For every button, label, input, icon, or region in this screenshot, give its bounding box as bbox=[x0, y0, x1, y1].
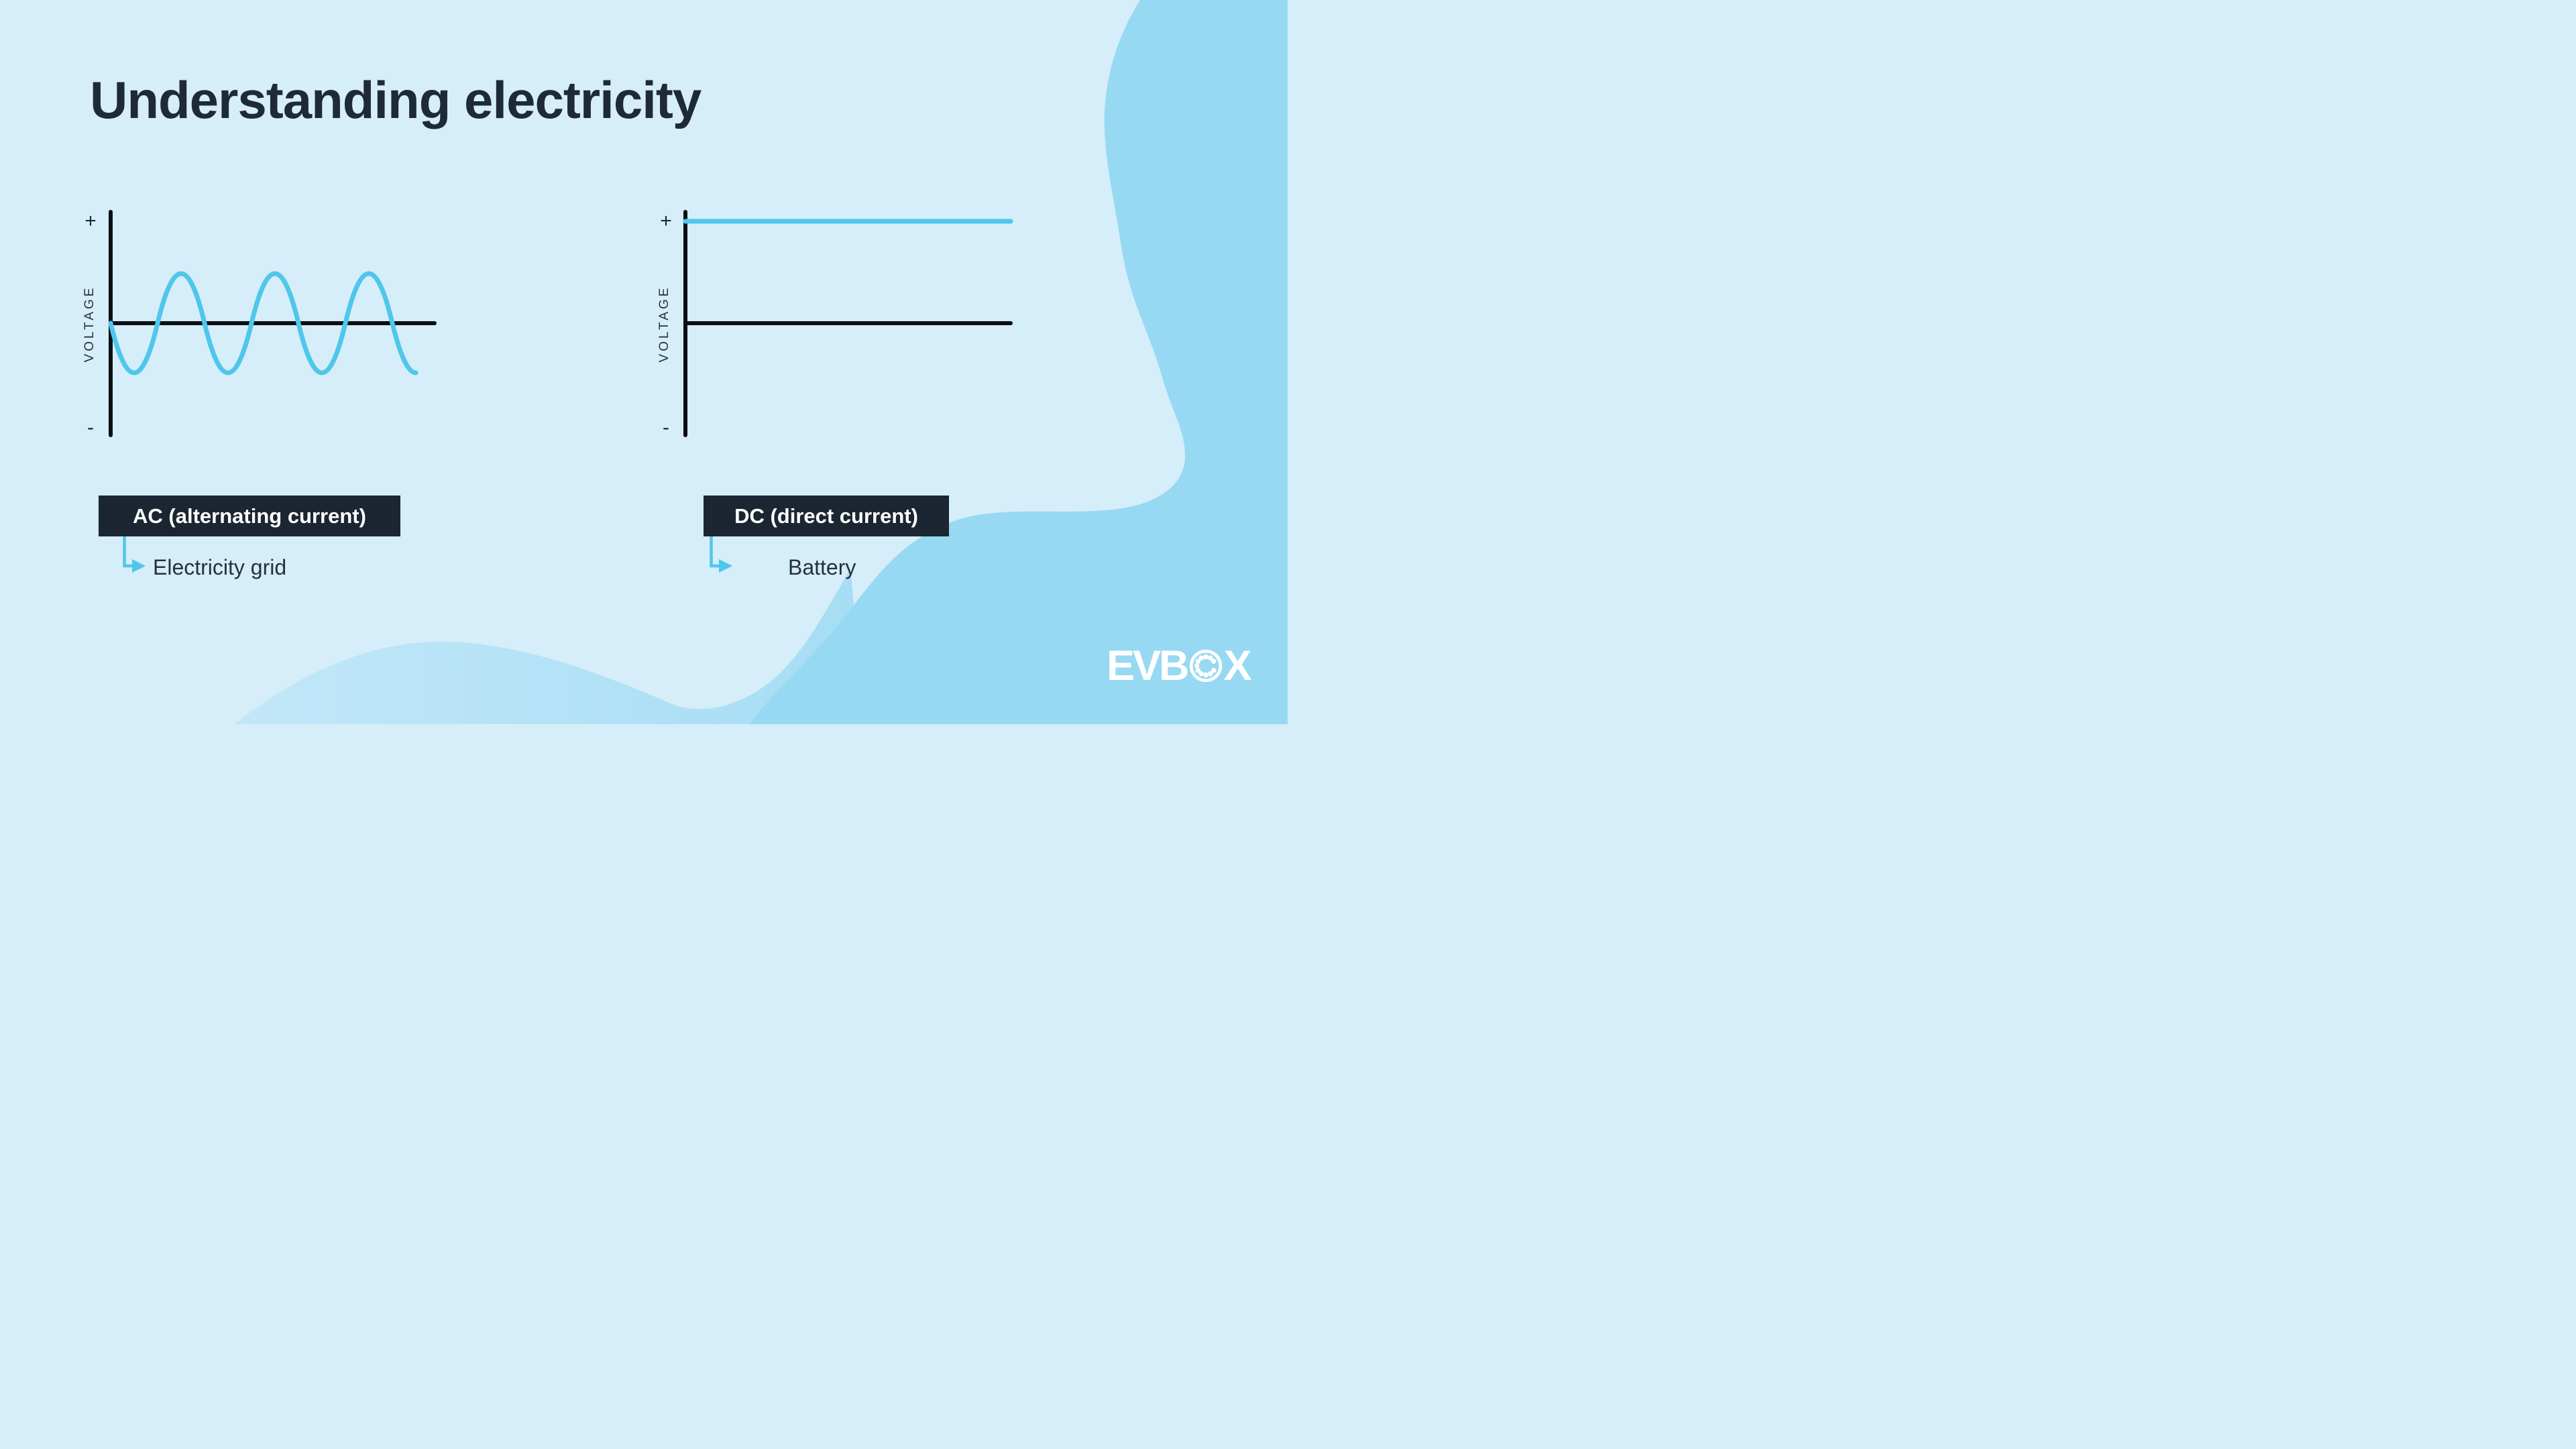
charts-linework bbox=[108, 210, 1013, 573]
page-title: Understanding electricity bbox=[90, 70, 702, 129]
ac-target-label: Electricity grid bbox=[153, 555, 287, 579]
dc-label-text: DC (direct current) bbox=[734, 504, 918, 528]
dc-minus-sign: - bbox=[663, 416, 669, 439]
ac-label-text: AC (alternating current) bbox=[133, 504, 366, 528]
ac-minus-sign: - bbox=[87, 416, 94, 439]
evbox-logo-text-right: X bbox=[1223, 642, 1252, 689]
dc-voltage-axis-label: VOLTAGE bbox=[657, 285, 671, 363]
ac-voltage-axis-label: VOLTAGE bbox=[82, 285, 97, 363]
dc-label-box: DC (direct current) bbox=[704, 496, 949, 536]
background-decoration bbox=[235, 0, 1288, 724]
ac-arrow-icon bbox=[123, 536, 146, 573]
ac-plus-sign: + bbox=[85, 210, 97, 232]
dc-arrow-icon bbox=[710, 536, 732, 573]
right-blob-shape bbox=[750, 0, 1288, 724]
evbox-logo-text-left: EVB bbox=[1107, 642, 1190, 689]
infographic-canvas: Understanding electricity + - VOLTAGE + … bbox=[0, 0, 1288, 724]
ac-label-box: AC (alternating current) bbox=[99, 496, 400, 536]
bottom-wave-shape bbox=[235, 569, 865, 724]
evbox-logo-socket-icon bbox=[1189, 649, 1222, 683]
dc-plus-sign: + bbox=[660, 210, 672, 232]
ac-sine-wave bbox=[108, 271, 418, 375]
evbox-logo: EVB X bbox=[1107, 642, 1252, 689]
dc-target-label: Battery bbox=[788, 555, 856, 579]
